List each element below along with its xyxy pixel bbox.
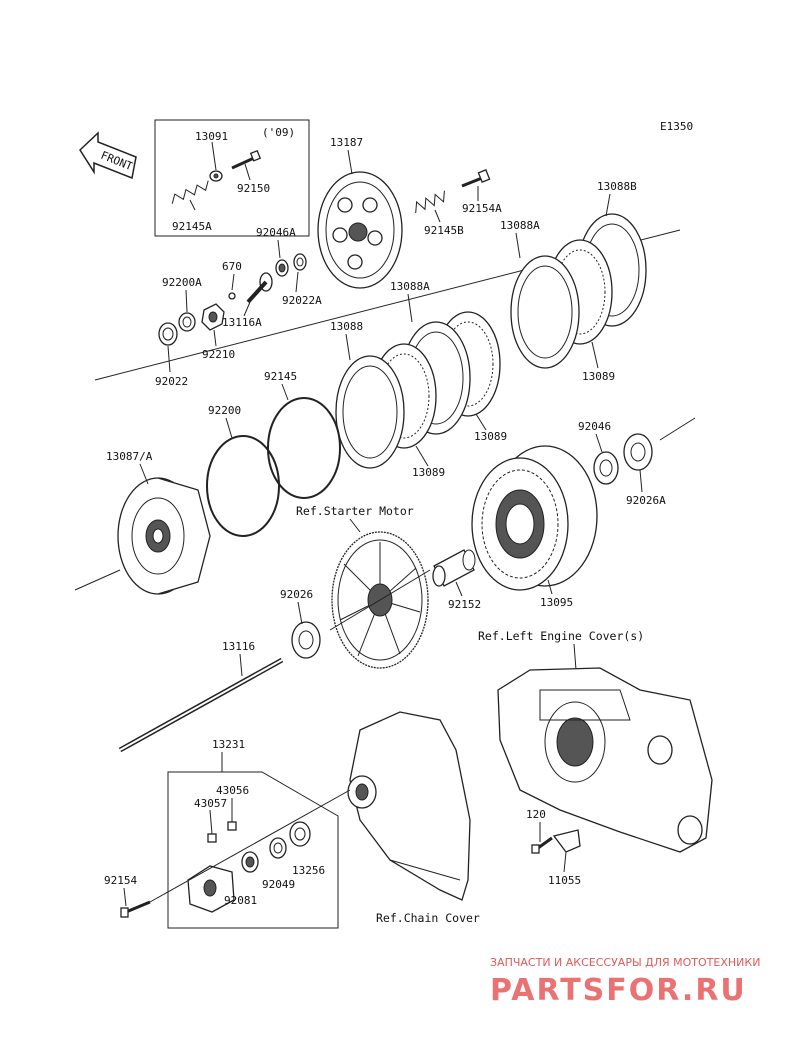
washer-icon: [178, 312, 196, 332]
chain-cover-icon: [347, 711, 471, 901]
watermark: ЗАПЧАСТИ И АКСЕССУАРЫ ДЛЯ МОТОТЕХНИКИ PA…: [490, 956, 760, 1008]
label-43057: 43057: [194, 797, 227, 810]
label-13088: 13088: [330, 320, 363, 333]
label-92049: 92049: [262, 878, 295, 891]
label-92046: 92046: [578, 420, 611, 433]
bolt-icon: [461, 169, 491, 188]
label-92200A: 92200A: [162, 276, 202, 289]
o-ring-92200: [206, 435, 280, 537]
label-92154: 92154: [104, 874, 137, 887]
label-92145A: 92145A: [172, 220, 212, 233]
watermark-tagline: ЗАПЧАСТИ И АКСЕССУАРЫ ДЛЯ МОТОТЕХНИКИ: [490, 956, 760, 969]
label-92154A: 92154A: [462, 202, 502, 215]
needle-bearing-icon: [593, 451, 619, 485]
collar-icon: [209, 170, 223, 182]
label-13088A-lower: 13088A: [390, 280, 430, 293]
label-13091: 13091: [195, 130, 228, 143]
bolt-icon: [531, 836, 553, 854]
washer-icon: [623, 433, 653, 471]
label-13088A-upper: 13088A: [500, 219, 540, 232]
label-670: 670: [222, 260, 242, 273]
label-92145: 92145: [264, 370, 297, 383]
ring-icon: [269, 837, 287, 859]
label-43056: 43056: [216, 784, 249, 797]
label-13088B: 13088B: [597, 180, 637, 193]
washer-icon: [293, 253, 307, 271]
oil-seal-icon: [241, 851, 259, 873]
screw-icon: [207, 833, 217, 843]
label-92022: 92022: [155, 375, 188, 388]
spring-icon: [171, 180, 209, 204]
release-lever-icon: [187, 865, 235, 913]
label-120: 120: [526, 808, 546, 821]
nut-icon: [201, 303, 225, 331]
clutch-hub-13087A: [117, 477, 211, 595]
label-11055: 11055: [548, 874, 581, 887]
ref-chain-cover: Ref.Chain Cover: [376, 911, 480, 925]
sleeve-92152: [432, 549, 476, 587]
pressure-plate-13187: [317, 171, 403, 289]
label-92150: 92150: [237, 182, 270, 195]
clutch-housing-13095: [471, 445, 598, 591]
label-92210: 92210: [202, 348, 235, 361]
watermark-logo: PARTSFOR.RU: [490, 973, 747, 1008]
label-92145B: 92145B: [424, 224, 464, 237]
front-arrow-icon: FRONT: [79, 131, 137, 180]
left-engine-cover-icon: [497, 667, 713, 853]
friction-plate-13088: [335, 355, 405, 469]
washer-icon: [275, 259, 289, 277]
ref-starter-motor: Ref.Starter Motor: [296, 504, 414, 518]
year-note: ('09): [262, 126, 295, 139]
friction-plate-13088A: [510, 255, 580, 369]
label-92200: 92200: [208, 404, 241, 417]
screw-icon: [227, 821, 237, 831]
ball-icon: [228, 292, 236, 300]
label-13116: 13116: [222, 640, 255, 653]
spring-kit-box: ('09) 13091 92150 92145A: [154, 119, 310, 237]
ref-left-engine-cover: Ref.Left Engine Cover(s): [478, 629, 644, 643]
o-ring-92145: [267, 397, 341, 499]
bearing-icon: [289, 821, 311, 847]
label-13095: 13095: [540, 596, 573, 609]
pushrod-end-icon: [246, 272, 273, 304]
label-13256: 13256: [292, 864, 325, 877]
label-13089-mid: 13089: [474, 430, 507, 443]
diagram-code: E1350: [660, 120, 693, 133]
label-92026A: 92026A: [626, 494, 666, 507]
label-13089-right: 13089: [582, 370, 615, 383]
bracket-icon: [552, 829, 581, 853]
label-92026: 92026: [280, 588, 313, 601]
label-13187: 13187: [330, 136, 363, 149]
spring-icon: [415, 190, 445, 214]
label-92022A: 92022A: [282, 294, 322, 307]
label-92152: 92152: [448, 598, 481, 611]
label-13116A: 13116A: [222, 316, 262, 329]
bolt-icon: [231, 149, 262, 170]
washer-icon: [158, 322, 178, 346]
label-13089-left: 13089: [412, 466, 445, 479]
washer-icon: [291, 621, 321, 659]
label-13087A: 13087/A: [106, 450, 153, 463]
label-13231: 13231: [212, 738, 245, 751]
label-92046A: 92046A: [256, 226, 296, 239]
label-92081: 92081: [224, 894, 257, 907]
push-rod-13116: [118, 657, 284, 753]
bolt-icon: [120, 900, 151, 918]
